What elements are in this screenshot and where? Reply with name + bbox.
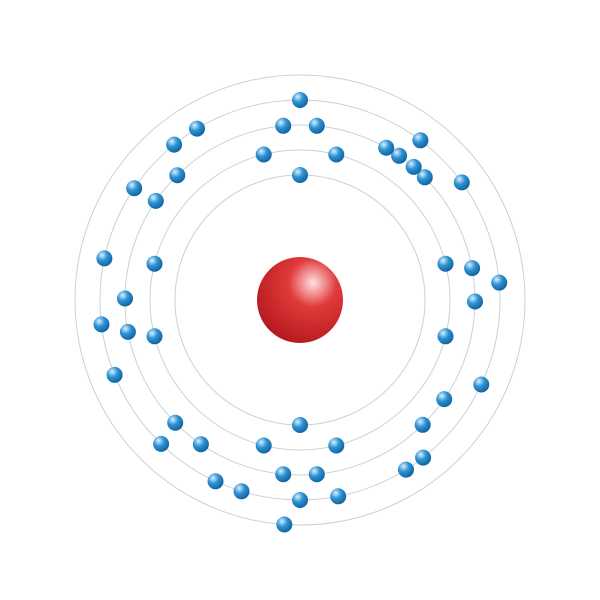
electron-shell-3-8 bbox=[414, 416, 431, 433]
electron-shell-2-3 bbox=[328, 437, 345, 454]
orbit-shell-2 bbox=[149, 149, 451, 451]
electron-shell-3-3 bbox=[391, 147, 408, 164]
electron-shell-3-16 bbox=[169, 167, 186, 184]
electron-shell-4-2 bbox=[412, 132, 429, 149]
electron-shell-4-18 bbox=[189, 120, 205, 137]
electron-shell-2-6 bbox=[437, 328, 454, 345]
electron-shell-4-14 bbox=[93, 316, 110, 333]
electron-shell-3-6 bbox=[467, 293, 483, 310]
electron-shell-4-6 bbox=[415, 449, 432, 466]
electron-shell-3-12 bbox=[167, 414, 184, 431]
electron-shell-4-4 bbox=[491, 274, 508, 291]
electron-shell-4-12 bbox=[153, 435, 170, 452]
electron-shell-4-7 bbox=[398, 461, 414, 478]
electron-shell-3-9 bbox=[308, 466, 325, 483]
nucleus bbox=[257, 257, 343, 343]
electron-shell-2-4 bbox=[255, 437, 272, 454]
electron-shell-3-4 bbox=[416, 169, 433, 186]
electron-shell-4-3 bbox=[453, 174, 470, 191]
electron-shell-2-5 bbox=[437, 255, 454, 272]
electron-shell-3-10 bbox=[275, 466, 292, 483]
electron-shell-3-14 bbox=[117, 290, 133, 307]
electron-shell-3-17 bbox=[378, 139, 395, 156]
electron-shell-3-18 bbox=[405, 158, 422, 175]
electron-shell-3-2 bbox=[308, 117, 325, 134]
electron-shell-3-7 bbox=[436, 391, 453, 408]
electron-shell-3-15 bbox=[147, 192, 164, 209]
electron-shell-4-10 bbox=[233, 483, 250, 500]
electron-shell-4-16 bbox=[126, 180, 143, 197]
electron-shell-4-1 bbox=[292, 92, 308, 108]
electron-shell-4-8 bbox=[330, 488, 347, 505]
electron-shell-2-2 bbox=[328, 146, 345, 163]
electron-shell-4-9 bbox=[292, 492, 308, 508]
electron-group bbox=[93, 92, 508, 533]
electron-shell-2-8 bbox=[146, 255, 163, 272]
electron-shell-3-11 bbox=[192, 436, 209, 453]
electron-shell-1-1 bbox=[292, 167, 308, 183]
orbit-shell-5 bbox=[74, 74, 526, 526]
electron-shell-4-11 bbox=[207, 473, 224, 490]
electron-shell-1-2 bbox=[292, 417, 308, 433]
electron-shell-4-15 bbox=[96, 250, 113, 267]
electron-shell-2-1 bbox=[255, 146, 272, 163]
electron-shell-4-5 bbox=[473, 376, 490, 393]
electron-shell-4-17 bbox=[166, 136, 183, 153]
electron-shell-3-5 bbox=[464, 260, 481, 277]
electron-shell-5-1 bbox=[276, 516, 293, 533]
electron-shell-3-1 bbox=[275, 117, 292, 134]
electron-shell-4-13 bbox=[106, 366, 123, 383]
electron-shell-3-13 bbox=[119, 323, 136, 340]
electron-shell-2-7 bbox=[146, 328, 163, 345]
